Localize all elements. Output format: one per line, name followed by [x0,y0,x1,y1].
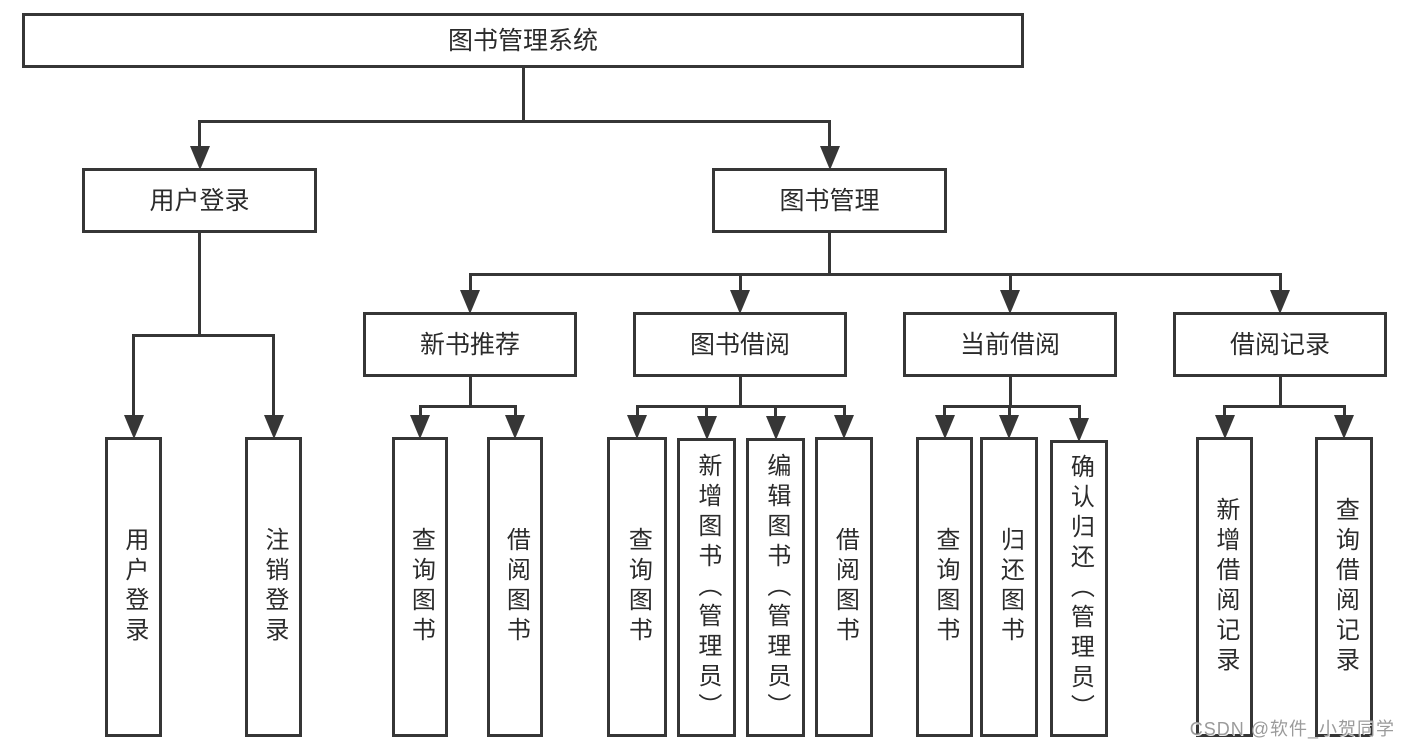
arrow-down-icon [1270,290,1290,314]
arrow-down-icon [730,290,750,314]
node-nb-query-book: 查询图书 [392,437,448,737]
node-bb-add-book: 新增图书（管理员） [677,438,736,737]
connector-drop [1278,273,1282,294]
arrow-down-icon [1000,290,1020,314]
node-label-user-login: 用户登录 [149,186,250,215]
node-bb-edit-book: 编辑图书（管理员） [746,438,805,737]
connector-drop [272,334,275,419]
connector-drop [1342,405,1346,419]
connector-drop [418,405,422,419]
connector-rail [1223,405,1346,408]
node-cb-query-book: 查询图书 [916,437,973,737]
node-book-borrow: 图书借阅 [633,312,847,377]
node-br-add-record: 新增借阅记录 [1196,437,1253,737]
node-cb-return-book: 归还图书 [980,437,1038,737]
connector-drop [1008,273,1012,294]
connector-stem [198,233,201,337]
arrow-down-icon [834,415,854,439]
node-label-nb-borrow-book: 借阅图书 [502,527,530,647]
arrow-down-icon [765,416,786,440]
connector-drop [774,405,777,420]
node-bb-borrow-book: 借阅图书 [815,437,873,737]
node-cb-confirm-return: 确认归还（管理员） [1050,440,1108,737]
node-label-leaf-user-login: 用户登录 [120,527,148,647]
node-label-borrow-records: 借阅记录 [1229,330,1330,359]
connector-drop [132,334,135,419]
arrow-down-icon [460,290,480,314]
node-label-book-management: 图书管理 [779,186,880,215]
arrow-down-icon [819,146,840,170]
connector-rail [468,273,1282,276]
connector-drop [468,273,472,294]
connector-drop [738,273,742,294]
node-label-root: 图书管理系统 [447,26,598,55]
arrow-down-icon [1069,418,1089,442]
connector-drop [1007,405,1011,419]
connector-drop [198,120,201,150]
connector-drop [1223,405,1226,419]
node-borrow-records: 借阅记录 [1173,312,1387,377]
node-label-nb-query-book: 查询图书 [407,527,435,647]
arrow-down-icon [696,416,717,440]
connector-stem [738,377,742,408]
arrow-down-icon [999,415,1019,439]
arrow-down-icon [410,415,430,439]
node-label-cb-confirm-return: 确认归还（管理员） [1066,453,1094,724]
node-bb-query-book: 查询图书 [607,437,667,737]
connector-drop [828,120,831,150]
node-label-bb-edit-book: 编辑图书（管理员） [762,452,790,723]
node-current-borrow: 当前借阅 [903,312,1117,377]
arrow-down-icon [263,415,284,439]
connector-stem [1278,377,1282,408]
node-nb-borrow-book: 借阅图书 [487,437,543,737]
connector-stem [468,377,472,408]
node-root: 图书管理系统 [22,13,1024,68]
arrow-down-icon [1334,415,1354,439]
connector-rail [943,405,1081,408]
node-leaf-user-login: 用户登录 [105,437,162,737]
arrow-down-icon [505,415,525,439]
connector-rail [635,405,846,408]
node-label-cb-return-book: 归还图书 [996,527,1024,647]
connector-rail [418,405,517,408]
node-label-bb-borrow-book: 借阅图书 [831,527,859,647]
connector-stem [828,233,831,276]
node-label-leaf-logout: 注销登录 [260,527,288,647]
node-new-book-recommend: 新书推荐 [363,312,577,377]
node-label-book-borrow: 图书借阅 [689,330,790,359]
connector-drop [943,405,946,419]
arrow-down-icon [123,415,144,439]
arrow-down-icon [1214,415,1235,439]
node-leaf-logout: 注销登录 [245,437,302,737]
watermark: CSDN @软件_小贺同学 [1189,719,1395,739]
connector-stem [1008,377,1012,408]
arrow-down-icon [934,415,955,439]
connector-drop [635,405,639,419]
node-user-login: 用户登录 [82,168,317,233]
connector-drop [842,405,846,419]
node-label-current-borrow: 当前借阅 [959,330,1060,359]
connector-rail [198,120,831,123]
node-label-cb-query-book: 查询图书 [931,527,959,647]
connector-stem [521,68,525,123]
node-label-new-book-recommend: 新书推荐 [419,330,520,359]
node-book-management: 图书管理 [712,168,947,233]
node-label-bb-add-book: 新增图书（管理员） [693,452,721,723]
arrow-down-icon [627,415,647,439]
node-br-query-record: 查询借阅记录 [1315,437,1373,737]
connector-drop [513,405,517,419]
connector-drop [705,405,708,420]
connector-rail [132,334,275,337]
node-label-br-query-record: 查询借阅记录 [1331,497,1359,677]
arrow-down-icon [189,146,210,170]
connector-drop [1077,405,1081,422]
node-label-bb-query-book: 查询图书 [624,527,652,647]
node-label-br-add-record: 新增借阅记录 [1211,497,1239,677]
